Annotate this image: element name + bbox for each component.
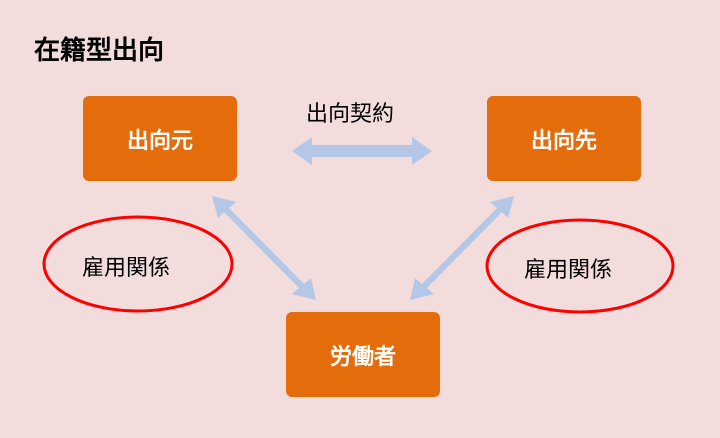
employment-ellipse-right [485, 218, 675, 314]
employment-label-right: 雇用関係 [524, 258, 613, 283]
worker-node: 労働者 [286, 312, 440, 397]
employment-label-left: 雇用関係 [82, 256, 171, 281]
right-arrow [410, 196, 514, 300]
source-node: 出向元 [83, 96, 237, 181]
left-arrow [212, 196, 316, 300]
contract-label: 出向契約 [306, 102, 395, 127]
contract-arrow [292, 137, 432, 165]
page-title: 在籍型出向 [34, 36, 165, 66]
employment-ellipse-left [42, 215, 234, 313]
dest-node: 出向先 [487, 96, 641, 181]
